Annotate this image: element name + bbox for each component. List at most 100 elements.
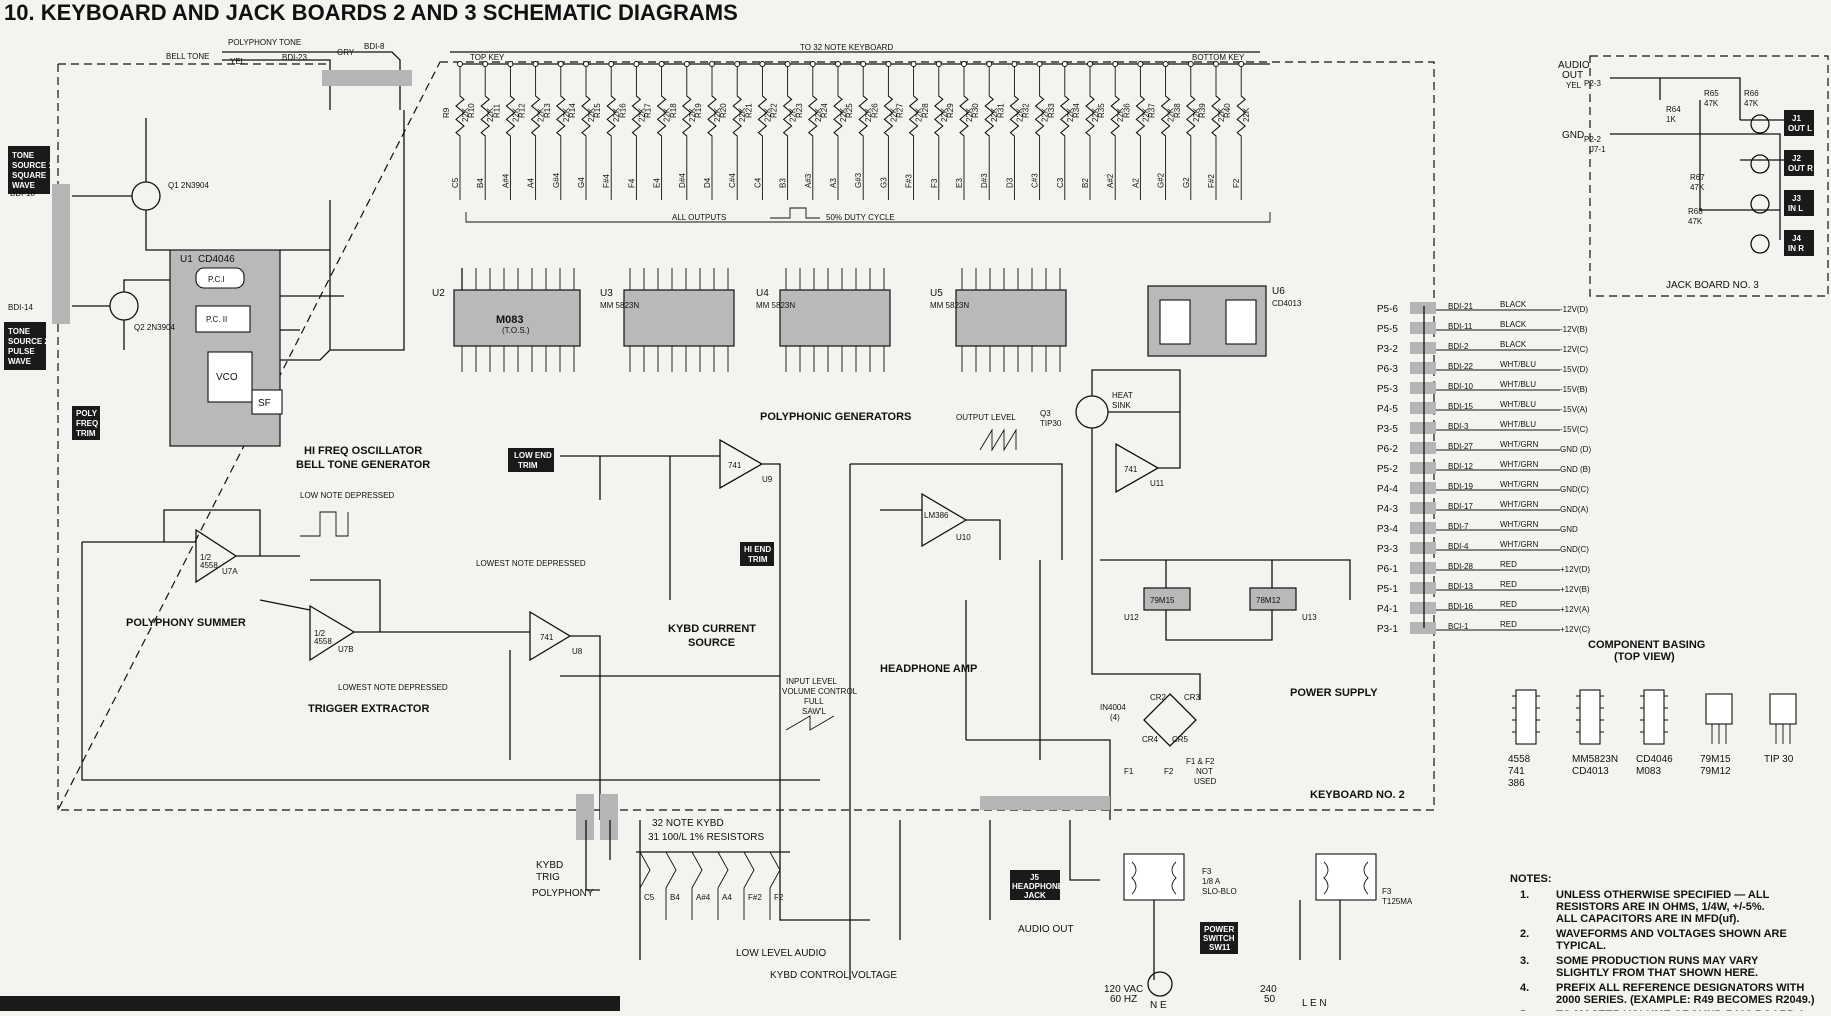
jack-name: OUT L	[1788, 124, 1812, 133]
headphone-amp-wiring	[849, 463, 1063, 820]
jack-name: OUT R	[1788, 164, 1813, 173]
jack-out-label: OUT	[1562, 70, 1583, 81]
connector-wire: WHT/GRN	[1500, 500, 1538, 509]
keyboard-board-border	[57, 61, 1435, 811]
jack-resistor-ref: R68	[1688, 207, 1703, 216]
key-resistor-ref: R37	[1148, 103, 1157, 118]
p1-connector-highlight	[322, 70, 412, 86]
svg-text:HEADPHONE: HEADPHONE	[1012, 882, 1064, 891]
key-resistor-ref: R11	[492, 103, 501, 118]
kybd-control-voltage-label: KYBD CONTROL VOLTAGE	[770, 970, 897, 981]
svg-text:U6: U6	[1272, 286, 1285, 297]
key-resistor-value: 22K	[738, 107, 747, 122]
key-resistor-ref: R22	[770, 103, 779, 118]
svg-text:WAVE: WAVE	[8, 357, 32, 366]
connector-signal: +12V(C)	[1560, 625, 1590, 634]
connector-bdi: BDI-11	[1448, 322, 1473, 331]
headphone-out-wiring	[966, 739, 1111, 820]
top-key-label: TOP KEY	[470, 53, 505, 62]
key-resistor-ref: R28	[921, 103, 930, 118]
trigger-wiring	[259, 579, 500, 633]
key-resistor-ref: R38	[1173, 103, 1182, 118]
key-resistor-value: 22K	[663, 107, 672, 122]
opamp-u11: 741 U11	[1115, 442, 1165, 494]
svg-text:SINK: SINK	[1112, 401, 1131, 410]
jack-resistor-value: 47K	[1744, 99, 1759, 108]
key-note-label: G#3	[854, 172, 863, 188]
connector-signal: GND(C)	[1560, 545, 1589, 554]
connector-signal: +12V(A)	[1560, 605, 1590, 614]
transformer-t2	[1315, 853, 1377, 901]
svg-text:U9: U9	[762, 475, 773, 484]
key-note-label: D3	[1005, 177, 1014, 188]
key-resistor-value: 22K	[562, 107, 571, 122]
svg-text:LOW END: LOW END	[514, 451, 552, 460]
audio-out-label: AUDIO OUT	[1018, 924, 1074, 935]
key-note-label: F#4	[602, 174, 611, 188]
basing-label: 79M15	[1700, 754, 1731, 765]
connector-wire: RED	[1500, 620, 1517, 629]
jack-p23-label: P2-3	[1584, 79, 1601, 88]
connector-wire: RED	[1500, 600, 1517, 609]
p2-highlight	[980, 796, 1110, 810]
basing-label: CD4013	[1572, 766, 1609, 777]
svg-text:CR3: CR3	[1184, 693, 1201, 702]
connector-signal: -15V(B)	[1560, 385, 1588, 394]
power-supply-label: POWER SUPPLY	[1290, 687, 1378, 699]
output-level-wave	[979, 428, 1017, 452]
note-line: 2000 SERIES. (EXAMPLE: R49 BECOMES R2049…	[1556, 994, 1815, 1006]
key-note-label: C#3	[1031, 173, 1040, 188]
kybd-current-source-label-1: KYBD CURRENT	[668, 623, 756, 635]
key-resistor-value: 22K	[1192, 107, 1201, 122]
basing-label: TIP 30	[1764, 754, 1794, 765]
bdi18-label: BDI-18	[10, 189, 35, 198]
connector-p: P5-5	[1377, 324, 1399, 335]
key-resistor-value: 22K	[990, 107, 999, 122]
svg-text:Q2 2N3904: Q2 2N3904	[134, 323, 175, 332]
square-wave-icon	[770, 207, 820, 219]
polyphony-tone-label: POLYPHONY TONE	[228, 38, 301, 47]
connector-signal: -15V(A)	[1560, 405, 1588, 414]
key-resistor-value: 22K	[1167, 107, 1176, 122]
fuse-f3-label-2: 1/8 A	[1202, 877, 1221, 886]
ladder-note: B4	[670, 893, 680, 902]
polyphonic-generators-label: POLYPHONIC GENERATORS	[760, 411, 911, 423]
jack-resistor-value: 1K	[1666, 115, 1676, 124]
svg-text:78M12: 78M12	[1256, 596, 1281, 605]
svg-text:U7A: U7A	[222, 567, 238, 576]
mains-plug-icon	[1147, 971, 1173, 997]
component-basing-parts: 4558741386MM5823NCD4013CD4046M08379M1579…	[1508, 689, 1797, 789]
amp-u10: LM386 U10	[921, 492, 971, 548]
resistors-32-label-1: 32 NOTE KYBD	[652, 818, 724, 829]
jack-yel-label: YEL	[1566, 81, 1582, 90]
key-resistor-value: 22K	[1242, 107, 1251, 122]
key-note-label: A2	[1131, 178, 1140, 188]
output-level-label: OUTPUT LEVEL	[956, 413, 1016, 422]
note-line: PREFIX ALL REFERENCE DESIGNATORS WITH	[1556, 982, 1804, 994]
basing-label: 741	[1508, 766, 1525, 777]
key-resistor-ref: R35	[1097, 103, 1106, 118]
key-resistor-ref: R14	[568, 103, 577, 118]
t125-label-1: F3	[1382, 887, 1392, 896]
key-note-label: B2	[1081, 178, 1090, 188]
jack-name: IN R	[1788, 244, 1804, 253]
connector-wire: WHT/GRN	[1500, 540, 1538, 549]
kybd-trig-label-2: TRIG	[536, 872, 560, 883]
connector-p: P3-1	[1377, 624, 1399, 635]
